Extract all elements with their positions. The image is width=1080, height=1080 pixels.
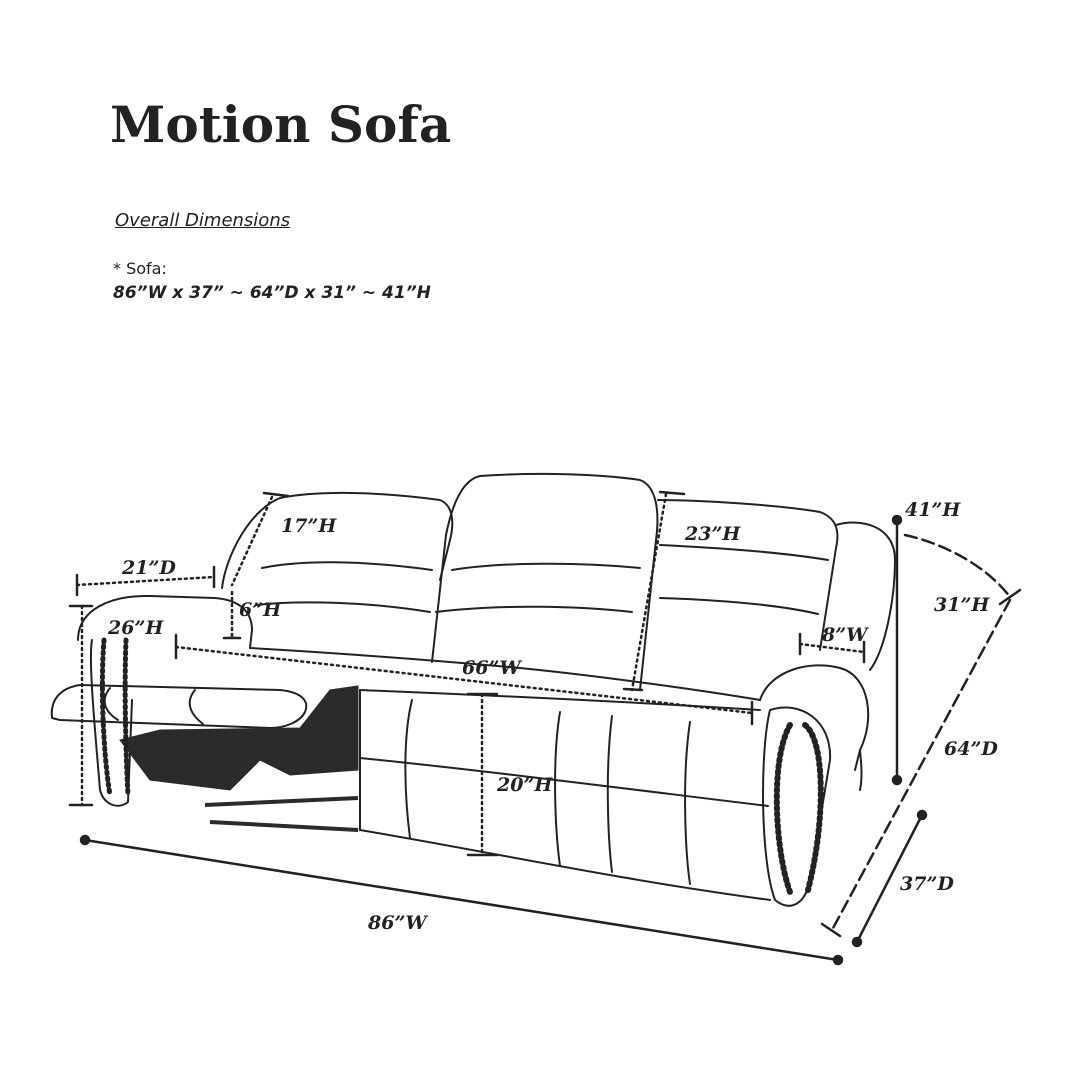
right-back-seam-2 (659, 597, 819, 615)
seat-front-bottom (359, 829, 771, 901)
label-23h: 23”H (684, 523, 741, 545)
right-arm-panel (762, 706, 832, 907)
dim-line-8w (798, 642, 866, 654)
right-arm-roll (835, 521, 896, 671)
left-arm-nailheads (99, 637, 131, 798)
dim-dot-86w-a (79, 834, 91, 846)
label-21d: 21”D (121, 557, 176, 579)
right-back-seam (659, 544, 829, 561)
footrest-seam-2 (188, 689, 204, 725)
dim-line-64d (830, 598, 1012, 932)
footrest (50, 684, 308, 729)
dim-line-86w (83, 838, 840, 962)
dimension-labels: 21”D 17”H 6”H 26”H 66”W 20”H 23”H 8”W 41… (107, 499, 998, 934)
dim-line-37d (855, 813, 924, 944)
dim-arc-31h (903, 533, 1012, 599)
label-64d: 64”D (944, 738, 998, 760)
left-arm-front (89, 639, 133, 807)
seat-front-pleat-4 (684, 721, 691, 885)
page-title: Motion Sofa (110, 95, 452, 154)
center-back-seam (451, 562, 641, 571)
dim-tick-17h-a (262, 491, 290, 498)
dim-line-66w (174, 645, 754, 715)
label-66w: 66”W (462, 657, 522, 679)
seat-top-edge (249, 647, 761, 701)
label-17h: 17”H (281, 515, 337, 537)
footrest-seam-1 (103, 687, 119, 721)
sofa-label: * Sofa: (113, 259, 167, 278)
nailhead-trim (99, 637, 824, 895)
dim-line-17h (230, 495, 274, 587)
dim-dot-41h-b (891, 774, 903, 786)
seat-front-seam (359, 757, 769, 807)
dim-dot-37d-b (851, 936, 863, 948)
left-back-seam (261, 561, 433, 571)
seat-front-pleat-3 (606, 715, 613, 873)
dim-tick-23h-a (658, 490, 686, 496)
label-86w: 86”W (367, 912, 428, 934)
center-back-left-edge (431, 534, 447, 663)
label-20h: 20”H (496, 774, 553, 796)
left-back-seam-2 (255, 601, 431, 613)
label-6h: 6”H (239, 599, 282, 621)
right-arm-nailheads (773, 722, 824, 895)
mechanism-bar-2 (209, 820, 359, 832)
center-back-cushion (445, 472, 659, 691)
dim-tick-23h-b (622, 687, 644, 692)
left-back-cushion (221, 491, 454, 589)
dim-dot-86w-b (832, 954, 844, 966)
right-arm-front (759, 664, 870, 771)
dim-dot-41h-a (891, 514, 903, 526)
overall-dimensions-value: 86”W x 37” ~ 64”D x 31” ~ 41”H (113, 283, 431, 303)
seat-front-pleat-1 (404, 699, 413, 839)
mechanism-bar-1 (204, 796, 359, 807)
label-26h: 26”H (107, 617, 164, 639)
dimension-lines (68, 490, 1022, 966)
dim-dot-37d-a (916, 809, 928, 821)
mechanism-body (119, 685, 359, 791)
left-arm-outline (77, 594, 253, 649)
dim-line-21d (75, 575, 216, 587)
dim-tick-64d (820, 922, 842, 938)
seat-front-pleat-2 (554, 711, 561, 867)
recliner-mechanism (119, 685, 359, 832)
dim-tick-31h (998, 588, 1022, 606)
label-8w: 8”W (821, 624, 869, 646)
sofa-outline (50, 472, 896, 907)
overall-dimensions-heading: Overall Dimensions (115, 210, 291, 231)
right-arm-side (859, 749, 863, 791)
center-back-seam-2 (435, 605, 633, 613)
label-41h: 41”H (905, 499, 961, 521)
label-31h: 31”H (934, 594, 990, 616)
right-back-cushion (657, 499, 839, 651)
dim-line-23h (630, 492, 668, 692)
label-37d: 37”D (900, 873, 954, 895)
